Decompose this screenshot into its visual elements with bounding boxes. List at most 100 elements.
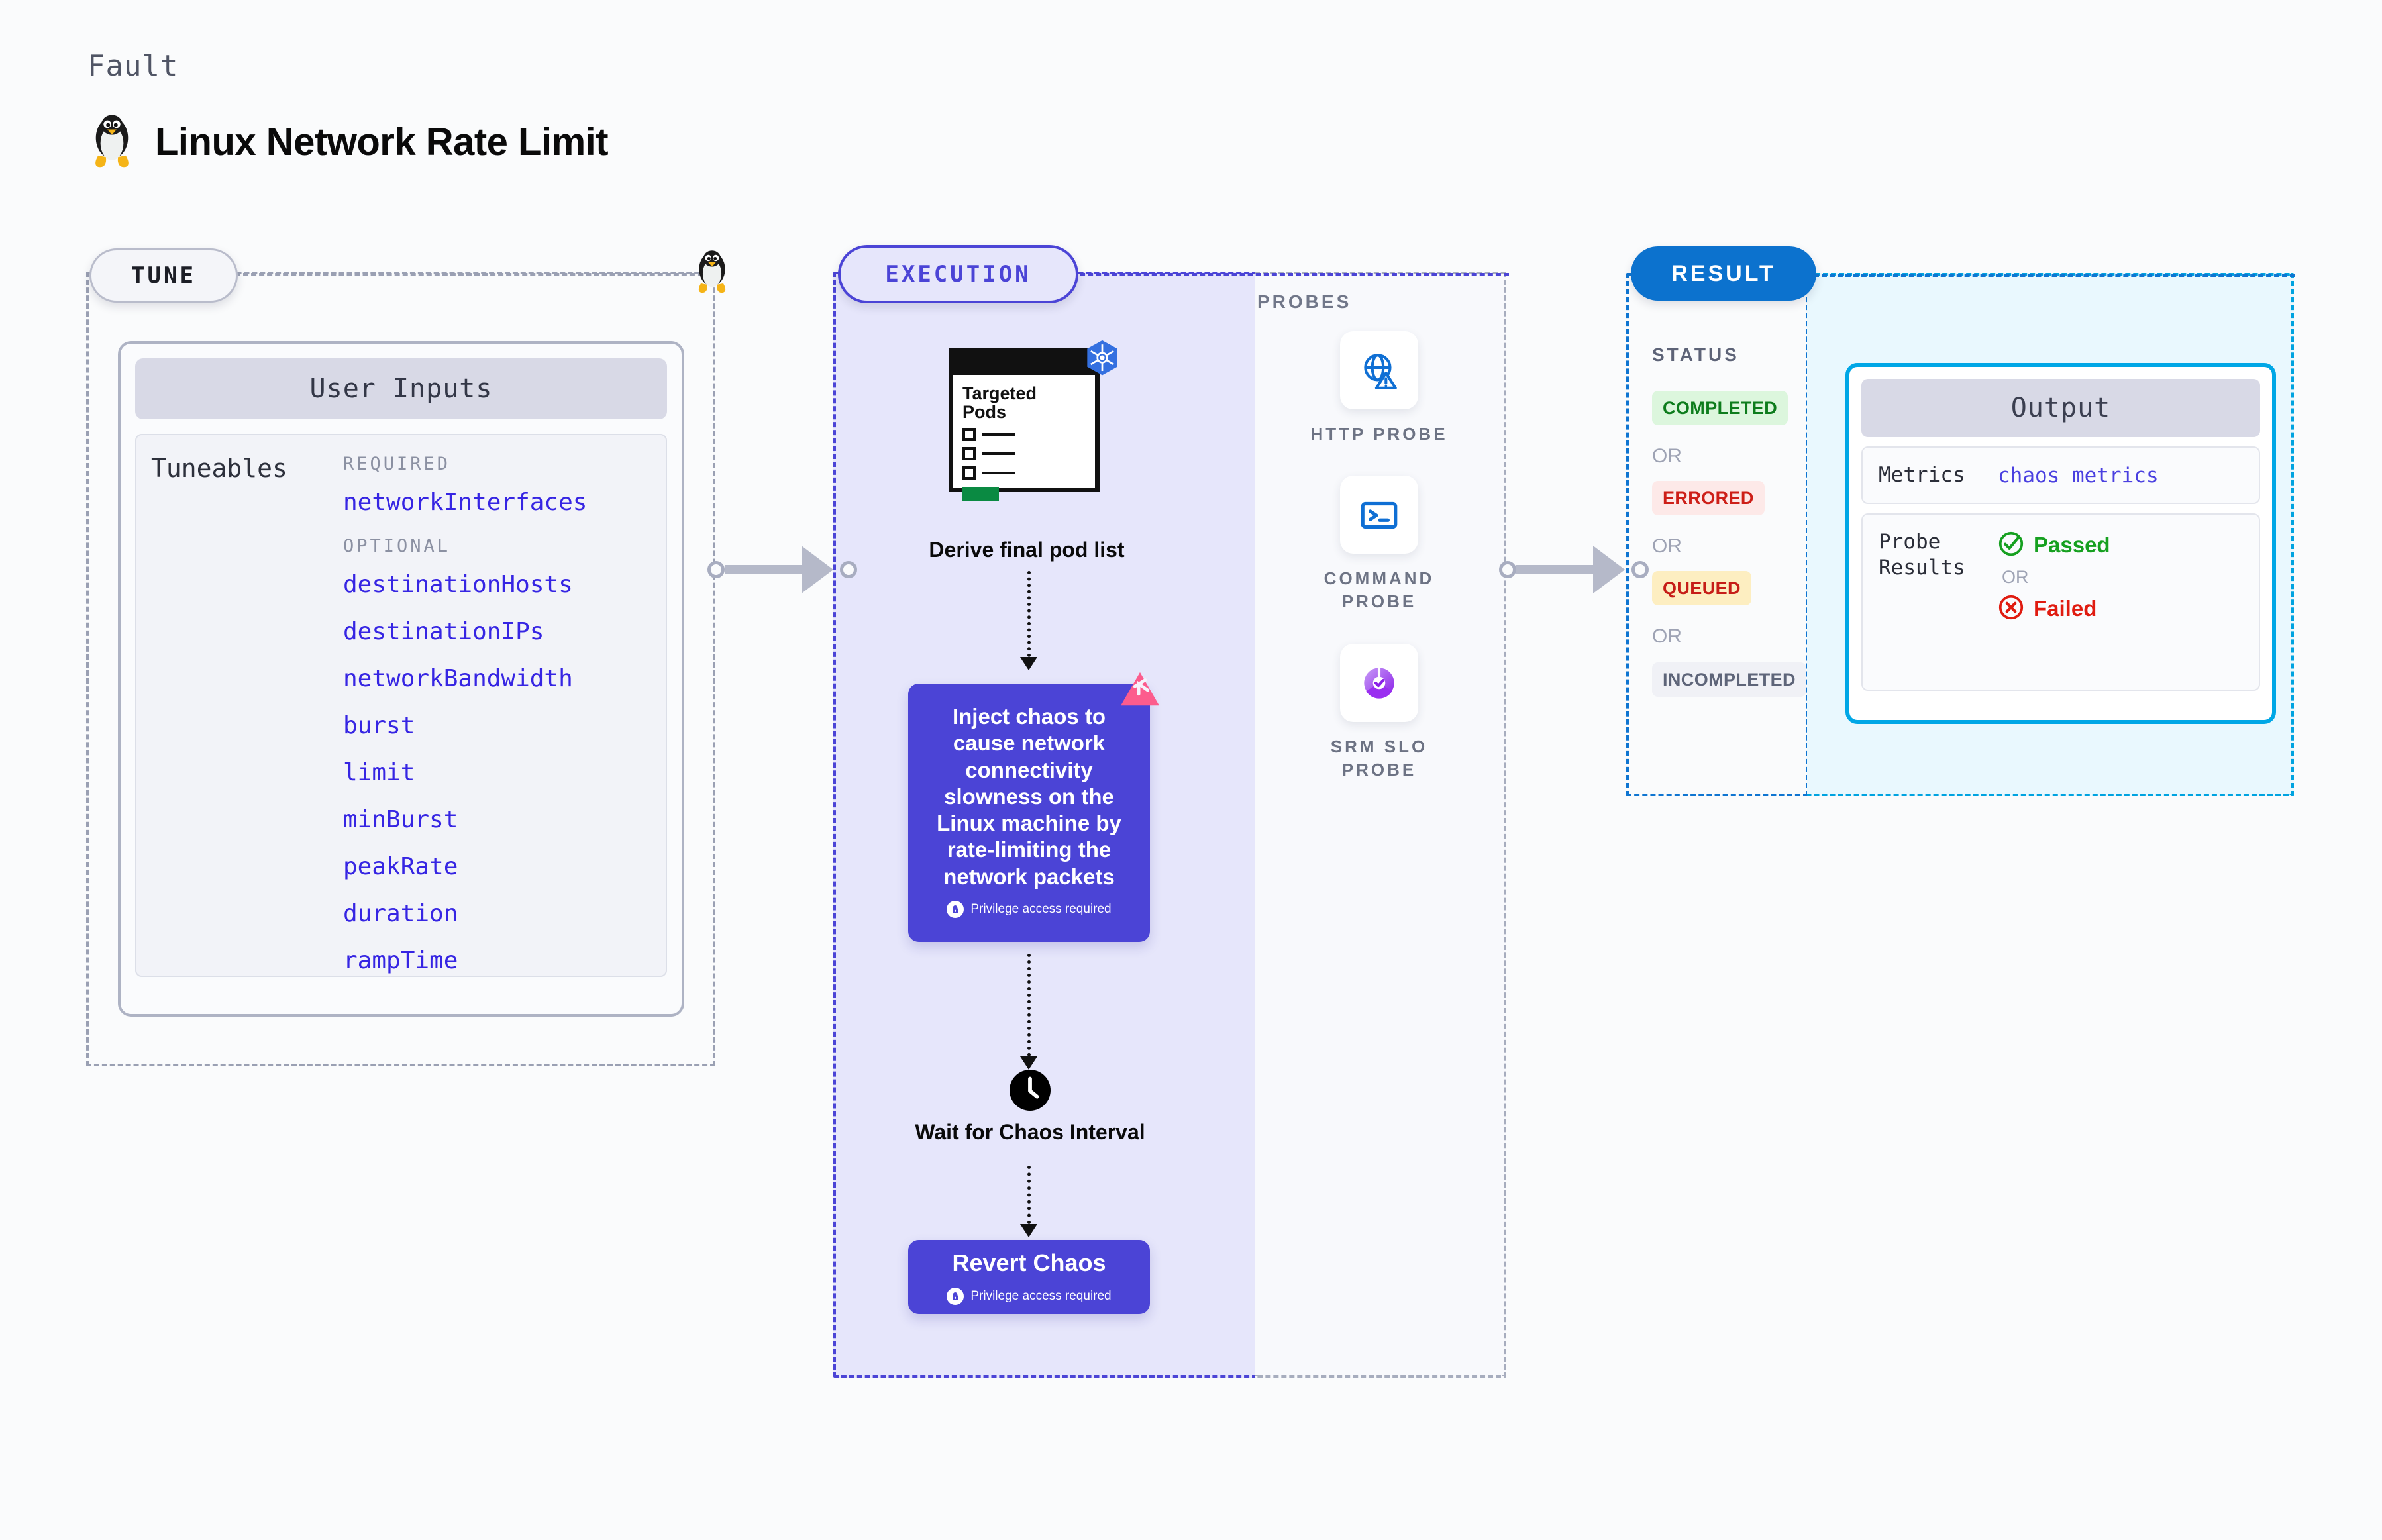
checkbox-icon (962, 446, 976, 460)
checkbox-icon (962, 466, 976, 480)
flow-arrow-line (1027, 571, 1031, 657)
execution-pill-connector (1072, 273, 1509, 276)
output-metrics-key: Metrics (1879, 463, 1965, 487)
litmus-chaos-icon (1119, 671, 1161, 709)
connector-knob (707, 561, 725, 578)
tune-pill-connector (235, 273, 719, 276)
probe-srm-slo[interactable]: SRM SLO PROBE (1300, 644, 1459, 782)
flow-arrow-tip (1020, 1224, 1037, 1237)
pod-list-item (962, 427, 1095, 441)
tuneables-box: Tuneables REQUIRED networkInterfaces OPT… (135, 434, 667, 977)
pods-card-title-line1: Targeted (962, 384, 1037, 403)
checkbox-icon (962, 427, 976, 441)
probe-command-label: COMMAND PROBE (1323, 568, 1435, 612)
pod-list-item (962, 466, 1095, 480)
wait-for-chaos-interval-label: Wait for Chaos Interval (915, 1120, 1145, 1144)
tuneables-group-title-optional: OPTIONAL (343, 536, 451, 556)
clock-icon (1010, 1070, 1051, 1111)
tuneables-list: REQUIRED networkInterfaces OPTIONAL dest… (343, 454, 659, 974)
srm-slo-icon (1340, 644, 1418, 722)
stage-pill-result[interactable]: RESULT (1631, 246, 1816, 301)
connector-knob (840, 561, 857, 578)
tuneable-item[interactable]: networkBandwidth (343, 665, 573, 692)
globe-warning-icon (1340, 331, 1418, 409)
tuneables-group-title-required: REQUIRED (343, 454, 451, 474)
tuneable-item[interactable]: peakRate (343, 853, 458, 880)
connector-tune-to-execution (707, 546, 857, 593)
status-badge-errored: ERRORED (1652, 481, 1765, 515)
user-inputs-card: User Inputs Tuneables REQUIRED networkIn… (118, 341, 684, 1017)
flow-arrow (1020, 1166, 1037, 1237)
flow-arrow (1020, 954, 1037, 1070)
flow-arrow-line (1027, 954, 1031, 1056)
probe-http[interactable]: HTTP PROBE (1300, 331, 1459, 446)
privilege-note-label: Privilege access required (970, 901, 1112, 916)
tune-linux-tux-icon (692, 248, 732, 299)
inject-chaos-box[interactable]: Inject chaos to cause network connectivi… (908, 684, 1150, 942)
kubernetes-icon (1083, 339, 1121, 378)
tuneable-item[interactable]: duration (343, 900, 458, 927)
lock-icon (947, 900, 964, 918)
connector-arrowhead (802, 546, 833, 593)
pods-card-body: Targeted Pods (953, 375, 1095, 501)
pods-card-title: Targeted Pods (962, 384, 1095, 422)
tuneable-item[interactable]: destinationHosts (343, 571, 573, 598)
output-metrics-value[interactable]: chaos metrics (1998, 464, 2159, 488)
probe-result-passed: Passed (1998, 531, 2110, 560)
targeted-pods-card: Targeted Pods (949, 348, 1100, 501)
connector-bar (725, 565, 803, 574)
probe-result-failed-label: Failed (2034, 596, 2097, 621)
probe-result-or-label: OR (2002, 566, 2029, 587)
stage-pill-execution[interactable]: EXECUTION (838, 245, 1078, 303)
flow-arrow-tip (1020, 657, 1037, 670)
pod-line (982, 452, 1015, 455)
tuneable-item[interactable]: networkInterfaces (343, 489, 588, 516)
pods-card-title-line2: Pods (962, 402, 1007, 423)
tuneables-label: Tuneables (151, 454, 287, 483)
probe-result-failed: Failed (1998, 594, 2110, 624)
page-title-row: Linux Network Rate Limit (87, 113, 609, 171)
tuneable-item[interactable]: minBurst (343, 806, 458, 833)
stage-pill-tune[interactable]: TUNE (89, 248, 238, 303)
terminal-icon (1340, 476, 1418, 554)
linux-tux-icon (87, 113, 136, 171)
status-or-label: OR (1652, 535, 1682, 557)
probe-command[interactable]: COMMAND PROBE (1300, 476, 1459, 613)
check-circle-icon (1998, 531, 2024, 560)
derive-final-pod-list-label: Derive final pod list (929, 538, 1125, 562)
probes-title: PROBES (1257, 291, 1352, 312)
connector-knob (1499, 561, 1516, 578)
privilege-note-label: Privilege access required (970, 1289, 1112, 1303)
pod-line (982, 471, 1015, 474)
connector-probes-to-result (1499, 546, 1649, 593)
page-title: Linux Network Rate Limit (155, 120, 609, 164)
tuneable-item[interactable]: rampTime (343, 947, 458, 974)
pods-progress-bar (962, 486, 999, 501)
x-circle-icon (1998, 594, 2024, 624)
revert-chaos-box[interactable]: Revert Chaos Privilege access required (908, 1240, 1150, 1314)
probe-results-values: Passed OR Failed (1998, 529, 2110, 624)
privilege-note-row: Privilege access required (925, 900, 1133, 918)
user-inputs-header: User Inputs (135, 358, 667, 419)
status-title: STATUS (1652, 344, 1739, 365)
pod-line (982, 433, 1015, 436)
flow-arrow-line (1027, 1166, 1031, 1224)
pod-list-item (962, 446, 1095, 460)
pods-card-titlebar (953, 352, 1095, 375)
probe-result-passed-label: Passed (2034, 533, 2110, 558)
probes-frame (1255, 272, 1506, 1378)
tuneable-item[interactable]: destinationIPs (343, 618, 544, 645)
lock-icon (947, 1288, 964, 1305)
probe-http-label: HTTP PROBE (1310, 424, 1448, 444)
tuneable-item[interactable]: burst (343, 712, 415, 739)
inject-chaos-text: Inject chaos to cause network connectivi… (937, 704, 1121, 889)
revert-chaos-title: Revert Chaos (952, 1249, 1106, 1276)
connector-knob (1631, 561, 1649, 578)
status-or-label: OR (1652, 625, 1682, 647)
tuneable-item[interactable]: limit (343, 759, 415, 786)
status-badge-completed: COMPLETED (1652, 391, 1788, 425)
status-badge-incompleted: INCOMPLETED (1652, 662, 1806, 697)
